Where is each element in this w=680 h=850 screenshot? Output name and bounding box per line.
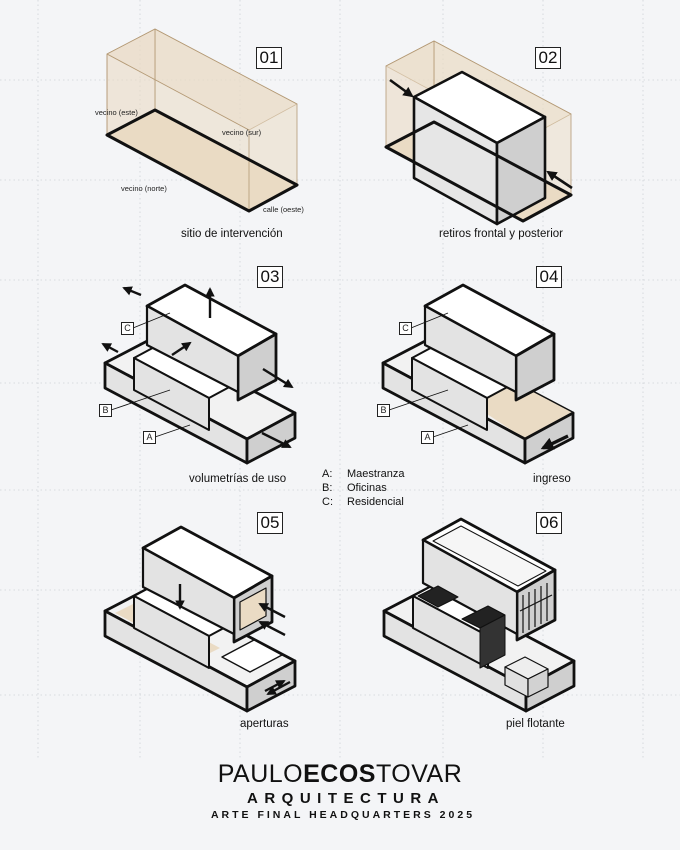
site-label-north: vecino (norte) (121, 184, 167, 193)
diagram-entrance (381, 283, 575, 465)
legend-key: A: (322, 468, 333, 480)
diagram-site (105, 28, 299, 213)
legend-row: B: Oficinas (322, 481, 404, 495)
brand-name-part: TOVAR (375, 760, 463, 788)
panel-number: 04 (536, 266, 562, 288)
volume-tag-c: C (399, 322, 412, 335)
brand-subtitle: ARQUITECTURA (247, 790, 445, 807)
diagram-floating-skin (382, 517, 576, 713)
panel-number: 02 (535, 47, 561, 69)
brand-name: PAULOECOSTOVAR (0, 760, 680, 789)
volume-tag-a: A (143, 431, 156, 444)
volume-tag-b: B (99, 404, 112, 417)
panel-caption: piel flotante (506, 718, 565, 730)
site-label-east: vecino (este) (95, 108, 138, 117)
brand-name-bold: ECOS (303, 760, 376, 788)
panel-number: 05 (257, 512, 283, 534)
panel-caption: retiros frontal y posterior (439, 228, 563, 240)
legend-value: Maestranza (347, 468, 405, 480)
panel-number: 01 (256, 47, 282, 69)
diagram-setbacks (384, 40, 573, 226)
panel-number: 03 (257, 266, 283, 288)
legend-key: B: (322, 482, 333, 494)
panel-caption: volumetrías de uso (189, 473, 287, 485)
site-label-south: vecino (sur) (222, 128, 262, 137)
panel-caption: sitio de intervención (181, 228, 283, 240)
volume-tag-c: C (121, 322, 134, 335)
legend-row: A: Maestranza (322, 467, 404, 481)
legend-value: Oficinas (347, 482, 387, 494)
panel-caption: aperturas (240, 718, 289, 730)
brand-name-part: PAULO (217, 760, 304, 788)
volume-tag-a: A (421, 431, 434, 444)
use-legend: A: Maestranza B: Oficinas C: Residencial (322, 467, 404, 509)
diagram-openings (103, 525, 297, 713)
legend-value: Residencial (347, 496, 404, 508)
project-title: ARTE FINAL HEADQUARTERS 2025 (210, 809, 476, 821)
volume-tag-b: B (377, 404, 390, 417)
diagram-use-volumes (101, 283, 297, 465)
panel-number: 06 (536, 512, 562, 534)
legend-key: C: (322, 496, 333, 508)
legend-row: C: Residencial (322, 495, 404, 509)
panel-caption: ingreso (533, 473, 571, 485)
site-label-west: calle (oeste) (263, 205, 304, 214)
